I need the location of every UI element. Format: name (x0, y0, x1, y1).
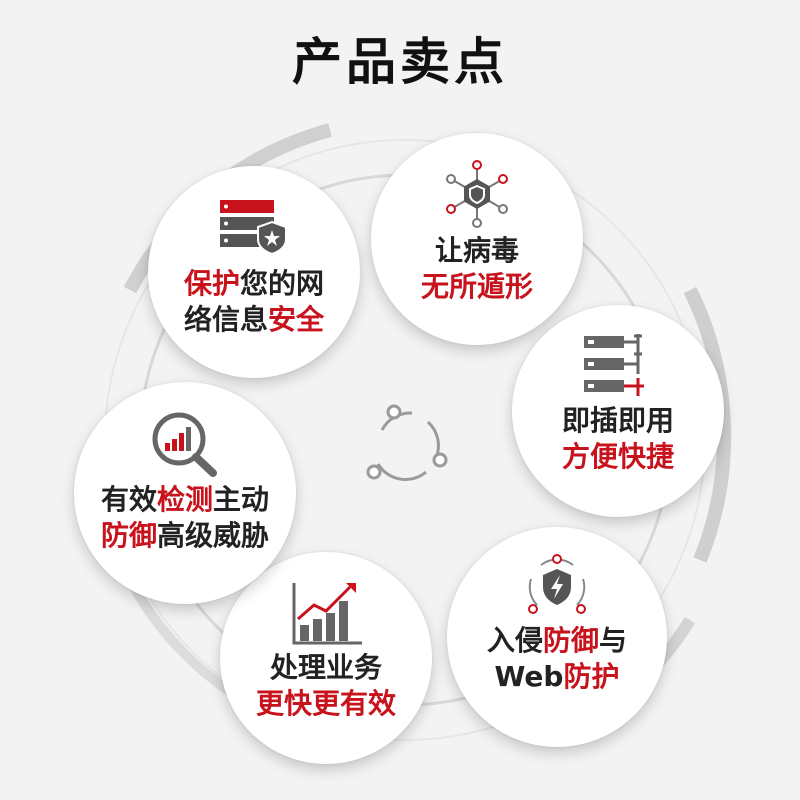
highlight-text: 防御 (542, 624, 599, 657)
feature-text-line: 无所遁形 (421, 269, 533, 305)
body-text: 主动 (213, 483, 270, 516)
feature-text-line: 方便快捷 (562, 439, 674, 475)
highlight-text: 检测 (156, 483, 213, 516)
feature-text-line: Web防护 (495, 659, 620, 695)
body-text: 有效 (100, 483, 157, 516)
feature-text-line: 更快更有效 (256, 686, 396, 722)
highlight-text: 保护 (183, 267, 240, 300)
feature-text-line: 让病毒 (435, 233, 519, 269)
highlight-text: 防护 (563, 660, 620, 693)
network-shield-icon (446, 160, 508, 228)
magnifier-chart-icon (152, 412, 217, 477)
body-text: 入侵 (486, 624, 543, 657)
feature-text-line: 入侵防御与 (487, 623, 627, 659)
feature-text-line: 保护您的网 (184, 266, 324, 302)
body-text: 络信息 (183, 303, 268, 336)
feature-intrusion: 入侵防御与 Web防护 (447, 527, 667, 747)
lightning-shield-icon (528, 554, 586, 614)
server-stack-icon (584, 334, 644, 396)
feature-text-line: 络信息安全 (184, 302, 324, 338)
feature-business: 处理业务 更快更有效 (220, 552, 432, 764)
feature-detect: 有效检测主动 防御高级威胁 (74, 382, 296, 604)
feature-plug: 即插即用 方便快捷 (512, 305, 724, 517)
feature-text-line: 有效检测主动 (101, 482, 269, 518)
body-text: 与 (599, 624, 628, 657)
feature-text-line: 即插即用 (562, 403, 674, 439)
highlight-text: 防御 (100, 519, 157, 552)
highlight-text: 方便快捷 (561, 440, 674, 473)
body-text: 高级威胁 (157, 519, 270, 552)
body-text: 即插即用 (561, 404, 674, 437)
growth-chart-icon (292, 583, 362, 645)
highlight-text: 无所遁形 (420, 270, 533, 303)
highlight-text: 更快更有效 (255, 687, 396, 720)
feature-virus: 让病毒 无所遁形 (371, 133, 583, 345)
cycle-icon (366, 404, 448, 481)
page-title: 产品卖点 (292, 33, 508, 91)
feature-protect: 保护您的网 络信息安全 (148, 166, 360, 378)
body-text: 您的网 (240, 267, 325, 300)
body-text: Web (494, 660, 564, 693)
highlight-text: 安全 (268, 303, 325, 336)
feature-text-line: 处理业务 (270, 650, 382, 686)
feature-text-line: 防御高级威胁 (101, 518, 269, 554)
server-shield-icon (220, 200, 287, 256)
body-text: 处理业务 (269, 651, 382, 684)
body-text: 让病毒 (434, 234, 519, 267)
